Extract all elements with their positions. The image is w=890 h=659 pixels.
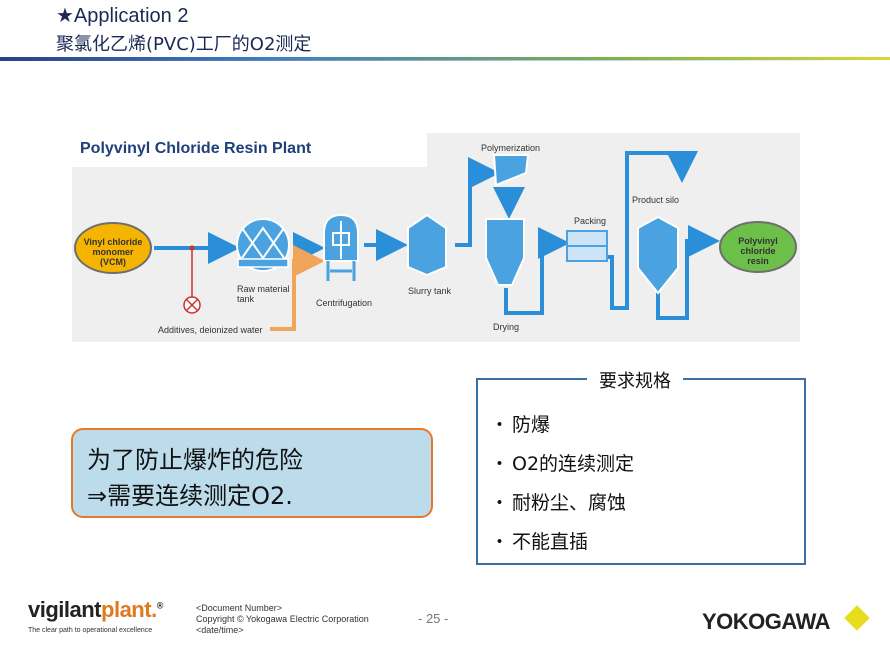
yokogawa-diamond-icon (844, 605, 870, 631)
dryer-icon (485, 218, 525, 286)
requirements-heading: 要求规格 (587, 367, 683, 393)
pipe-slurry-to-polymerization (455, 157, 500, 247)
drying-label: Drying (493, 322, 520, 332)
slide-subtitle: 聚氯化乙烯(PVC)工厂的O2测定 (56, 34, 312, 55)
requirement-item: ・不能直插 (490, 531, 589, 553)
product-silo-icon (637, 215, 679, 295)
yokogawa-logo: YOKOGAWA (702, 609, 831, 634)
polymerization-label: Polymerization (481, 143, 541, 153)
pipe-dryer-to-packing (504, 227, 570, 315)
pipe-silo-to-product (656, 225, 720, 320)
pipe-water-feed (270, 245, 325, 331)
vcm-node (74, 222, 152, 274)
document-number: <Document Number> (196, 603, 283, 613)
date-time: <date/time> (196, 625, 244, 635)
vigilantplant-logo: vigilantplant.® (28, 597, 163, 622)
packing-label: Packing (574, 216, 607, 226)
header-divider-thin (0, 60, 890, 61)
document-info: <Document Number> Copyright © Yokogawa E… (196, 603, 369, 636)
process-diagram: Polyvinyl Chloride Resin Plant (72, 133, 800, 342)
callout-line-2: ⇒需要连续测定O2. (87, 482, 293, 510)
callout-line-1: 为了防止爆炸的危险 (87, 446, 303, 474)
diagram-title-box: Polyvinyl Chloride Resin Plant (72, 133, 427, 167)
polymerization-icon (492, 154, 530, 187)
process-flow-svg (74, 151, 797, 331)
centrifuge-icon (323, 213, 359, 281)
additives-line (183, 245, 325, 331)
pvc-node (719, 221, 797, 273)
logo-tagline: The clear path to operational excellence (28, 627, 153, 634)
requirement-item: ・防爆 (490, 414, 551, 436)
additives-label: Additives, deionized water (158, 325, 263, 335)
explosion-risk-callout: 为了防止爆炸的危险 ⇒需要连续测定O2. (71, 428, 433, 518)
product-silo-label: Product silo (632, 195, 680, 205)
requirement-item: ・O2的连续测定 (490, 453, 635, 475)
slide-title: ★Application 2 (56, 5, 189, 27)
slurry-tank-label: Slurry tank (408, 286, 452, 296)
pipe-packing-to-silo (591, 151, 698, 310)
packing-icon (566, 230, 608, 262)
copyright: Copyright © Yokogawa Electric Corporatio… (196, 614, 369, 624)
header-divider (0, 57, 890, 60)
centrifugation-label: Centrifugation (316, 298, 373, 308)
slurry-tank-icon (407, 213, 447, 277)
requirement-item: ・耐粉尘、腐蚀 (490, 492, 627, 514)
diagram-title: Polyvinyl Chloride Resin Plant (80, 140, 312, 157)
raw-material-tank-icon (236, 218, 290, 272)
page-number: - 25 - (418, 611, 449, 626)
